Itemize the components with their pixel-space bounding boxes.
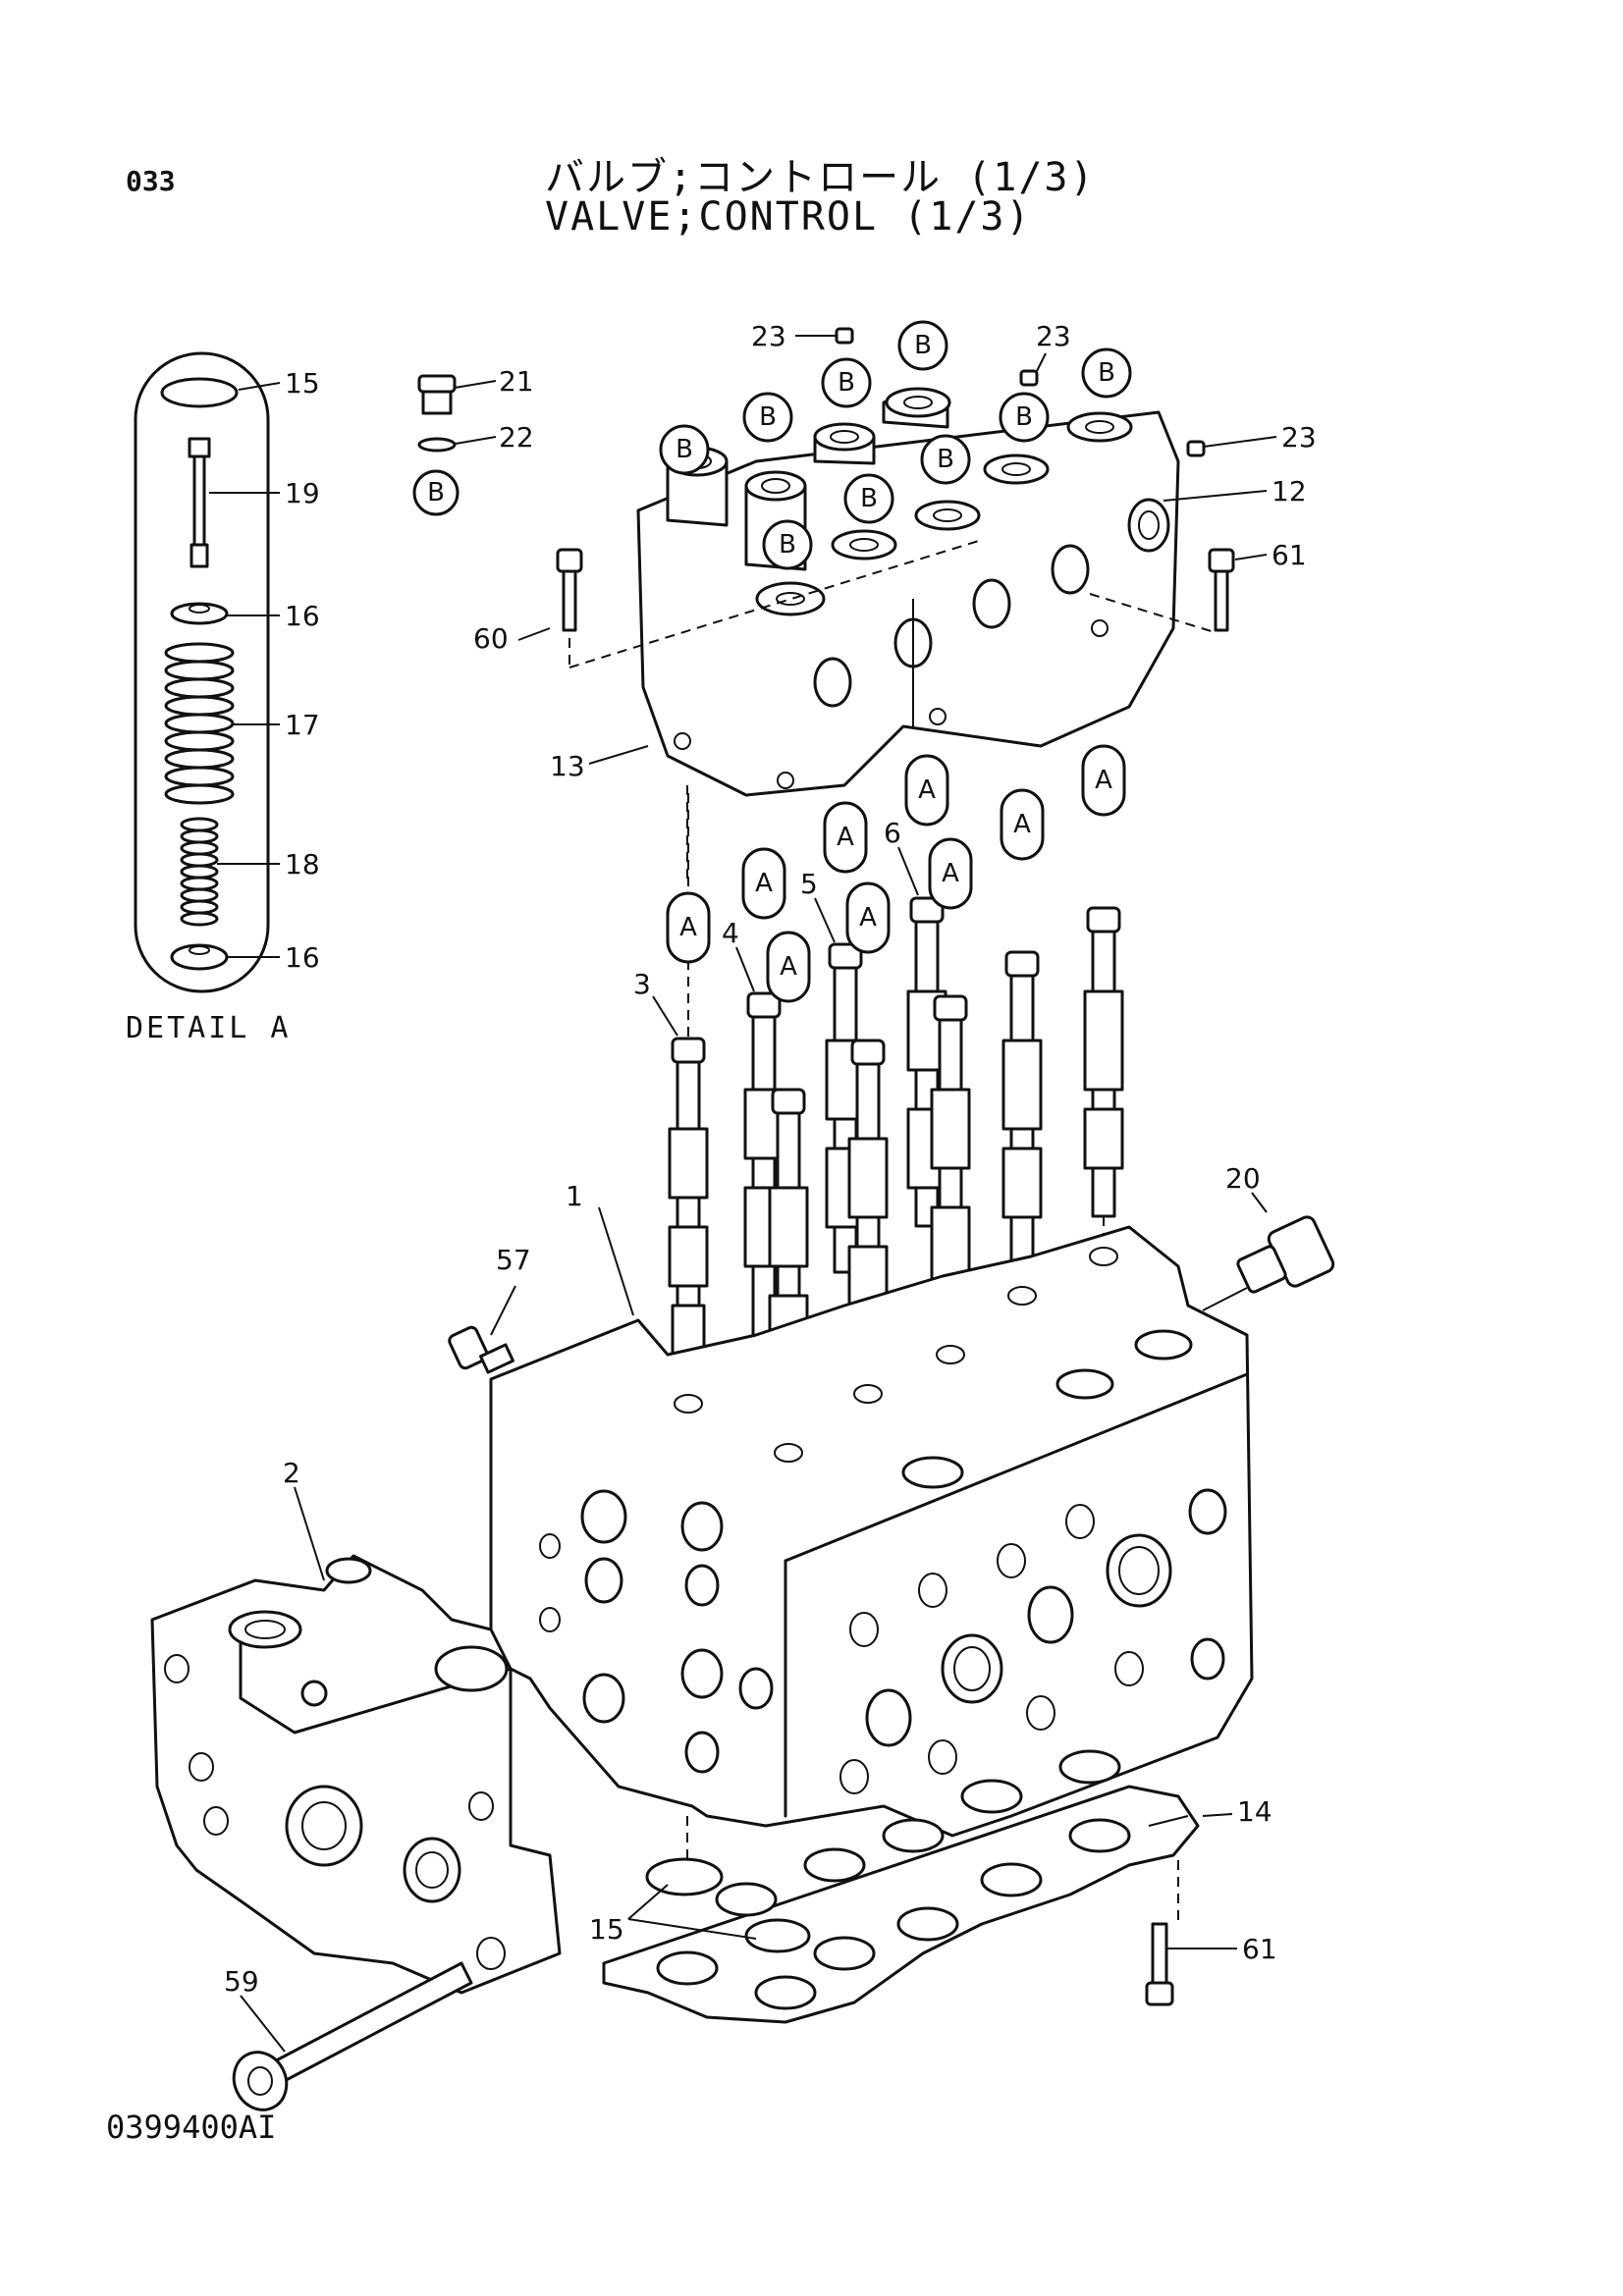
svg-text:A: A [837, 823, 854, 852]
o-ring-15-bottom-a [645, 1857, 724, 1896]
label-22: 22 [499, 421, 534, 454]
pin-19 [188, 437, 211, 568]
label-1: 1 [566, 1180, 583, 1212]
svg-text:B: B [838, 368, 855, 398]
spool-3 [668, 1037, 709, 1366]
label-60: 60 [473, 622, 509, 655]
bolt-59: 59 [224, 1961, 473, 2111]
retainer-16-bottom [170, 943, 229, 971]
svg-text:A: A [755, 869, 773, 898]
label-61-lower: 61 [1242, 1933, 1277, 1965]
set-screw-23-group: 23 23 23 [751, 320, 1317, 457]
screw-61-upper: 61 [1208, 539, 1307, 632]
spring-17 [164, 642, 235, 805]
pilot-cover-13 [636, 387, 1180, 797]
o-ring-15-bottom-b [744, 1918, 811, 1953]
detail-a-outline [134, 351, 270, 993]
svg-text:A: A [1013, 810, 1031, 839]
svg-text:B: B [937, 445, 954, 474]
svg-text:B: B [1015, 402, 1033, 432]
svg-text:B: B [860, 484, 878, 513]
detail-a-group: 15 19 16 17 18 16 [134, 351, 320, 993]
label-21: 21 [499, 365, 534, 398]
label-13: 13 [550, 750, 585, 782]
valve-body-1 [489, 1225, 1254, 1838]
label-61-upper: 61 [1271, 539, 1307, 571]
label-2: 2 [283, 1457, 300, 1489]
bottom-plate-14 [602, 1749, 1200, 2024]
svg-text:A: A [918, 775, 936, 805]
svg-text:B: B [1098, 358, 1115, 388]
label-5: 5 [800, 868, 818, 900]
label-23-a: 23 [751, 320, 786, 352]
label-15-bottom: 15 [589, 1913, 624, 1946]
retainer-16-top [170, 602, 229, 625]
label-4: 4 [722, 917, 739, 949]
svg-text:B: B [779, 530, 796, 560]
svg-text:A: A [859, 903, 877, 933]
label-6: 6 [884, 817, 901, 849]
label-23-b: 23 [1036, 320, 1071, 352]
label-19: 19 [285, 477, 320, 509]
svg-text:B: B [427, 478, 445, 507]
plug-21-group: 21 22 B [412, 365, 534, 516]
callouts-b-cover: B B B B B B B B B [659, 320, 1132, 570]
label-20: 20 [1225, 1162, 1261, 1195]
callout-b-21 [412, 469, 460, 516]
title-japanese: バルブ;コントロール (1/3) [545, 155, 1096, 200]
callouts-a-spools: A A A A A A A A A [666, 744, 1126, 1003]
detail-a-label: DETAIL A [126, 1011, 292, 1045]
label-17: 17 [285, 709, 320, 741]
spool-8 [1001, 950, 1043, 1262]
label-3: 3 [633, 968, 651, 1000]
label-14: 14 [1237, 1795, 1272, 1828]
title-english: VALVE;CONTROL (1/3) [545, 194, 1032, 240]
o-ring-15-detail [160, 377, 239, 408]
section-block-2 [150, 1554, 562, 1995]
label-59: 59 [224, 1965, 259, 1998]
label-18: 18 [285, 848, 320, 881]
svg-text:A: A [780, 952, 797, 982]
svg-text:A: A [1095, 766, 1112, 795]
label-12: 12 [1271, 475, 1307, 507]
relief-valve-20: 20 [1202, 1162, 1335, 1311]
label-16-top: 16 [285, 600, 320, 632]
spring-18 [180, 817, 219, 927]
svg-text:A: A [942, 859, 959, 888]
drawing-number: 0399400AI [106, 2109, 277, 2146]
page-number: 033 [126, 165, 176, 197]
screw-61-lower: 61 [1145, 1922, 1277, 2006]
svg-text:B: B [676, 435, 693, 464]
label-23-c: 23 [1281, 421, 1317, 454]
svg-text:B: B [759, 402, 777, 432]
screw-60: 60 [473, 548, 583, 655]
spools-group [668, 793, 1124, 1453]
svg-text:B: B [914, 331, 932, 360]
label-15-detail: 15 [285, 367, 320, 400]
svg-text:A: A [679, 913, 697, 942]
spool-11 [930, 994, 971, 1326]
label-57: 57 [496, 1244, 531, 1276]
label-16-bottom: 16 [285, 941, 320, 974]
spool-7 [1083, 906, 1124, 1218]
plug-57: 57 [448, 1244, 531, 1374]
